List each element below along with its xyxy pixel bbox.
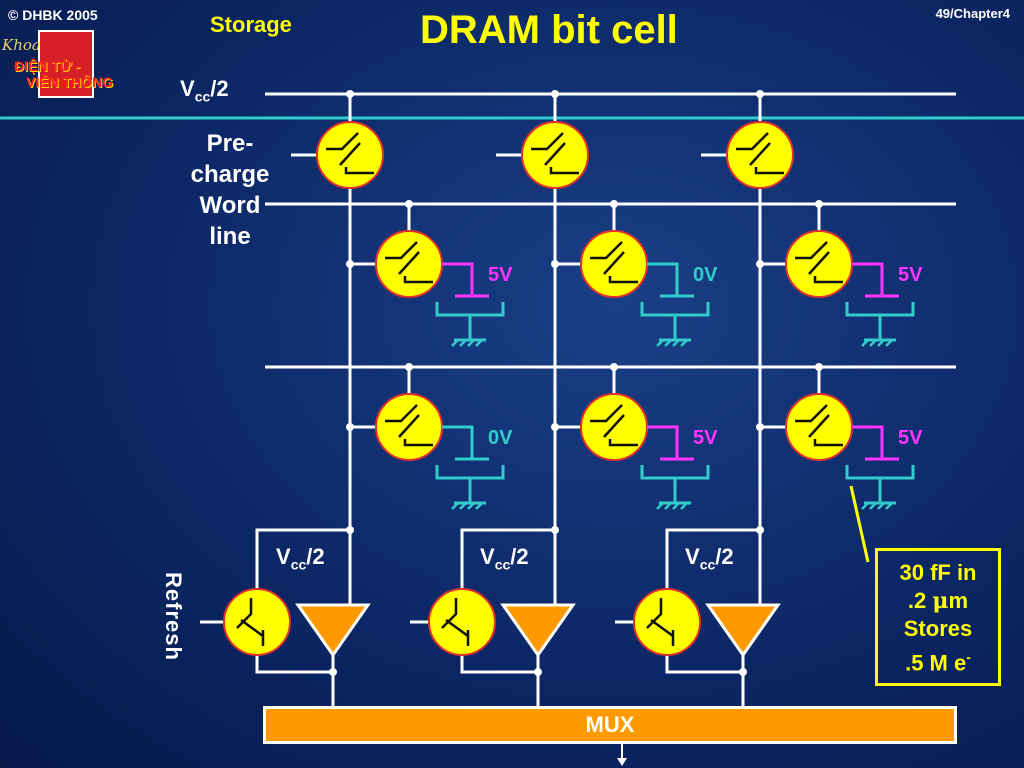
sense-vcc-label-3: Vcc/2 xyxy=(685,544,734,573)
mux-output-arrow xyxy=(617,758,627,766)
logo-emblem xyxy=(38,30,94,98)
cell-voltage-r1c3: 5V xyxy=(898,264,923,286)
cell-voltage-r2c1: 0V xyxy=(488,427,513,449)
precharge-wordline-label: Pre- charge Word line xyxy=(190,130,270,250)
sense-amplifier-2 xyxy=(500,603,576,658)
logo-text-line2: VIỄN THÔNG xyxy=(26,74,114,90)
cell-transistor-r1c2 xyxy=(579,229,649,299)
storage-capacitor-r1c2 xyxy=(640,262,710,348)
refresh-transistor-3 xyxy=(632,587,702,657)
storage-capacitor-r2c1 xyxy=(435,425,505,511)
storage-capacitor-r1c1 xyxy=(435,262,505,348)
copyright: © DHBK 2005 xyxy=(8,7,98,23)
sense-vcc-label-1: Vcc/2 xyxy=(276,544,325,573)
faculty-logo: Khoa ĐIỆN TỬ - VIỄN THÔNG xyxy=(2,30,122,100)
cell-transistor-r2c3 xyxy=(784,392,854,462)
vcc-half-label: Vcc/2 xyxy=(180,76,229,105)
cell-voltage-r2c3: 5V xyxy=(898,427,923,449)
slide-number: 49/Chapter4 xyxy=(935,6,1010,21)
cell-transistor-r2c1 xyxy=(374,392,444,462)
slide-title: DRAM bit cell xyxy=(420,8,678,52)
sense-amplifier-1 xyxy=(295,603,371,658)
refresh-transistor-1 xyxy=(222,587,292,657)
cell-transistor-r1c3 xyxy=(784,229,854,299)
logo-text-line1: ĐIỆN TỬ - xyxy=(14,58,81,74)
logo-text-khoa: Khoa xyxy=(2,36,41,54)
callout-pointer xyxy=(849,485,870,563)
storage-capacitor-r2c3 xyxy=(845,425,915,511)
precharge-transistor-1 xyxy=(315,120,385,190)
section-title: Storage xyxy=(210,12,292,37)
cell-voltage-r2c2: 5V xyxy=(693,427,718,449)
capacitor-note: 30 fF in .2 μm Stores .5 M e- xyxy=(875,548,1001,686)
cell-voltage-r1c1: 5V xyxy=(488,264,513,286)
precharge-transistor-2 xyxy=(520,120,590,190)
cell-voltage-r1c2: 0V xyxy=(693,264,718,286)
refresh-label: Refresh xyxy=(161,572,186,661)
cell-transistor-r2c2 xyxy=(579,392,649,462)
precharge-transistor-3 xyxy=(725,120,795,190)
sense-vcc-label-2: Vcc/2 xyxy=(480,544,529,573)
refresh-transistor-2 xyxy=(427,587,497,657)
storage-capacitor-r1c3 xyxy=(845,262,915,348)
sense-amplifier-3 xyxy=(705,603,781,658)
storage-capacitor-r2c2 xyxy=(640,425,710,511)
cell-transistor-r1c1 xyxy=(374,229,444,299)
mux-block: MUX xyxy=(263,706,957,744)
